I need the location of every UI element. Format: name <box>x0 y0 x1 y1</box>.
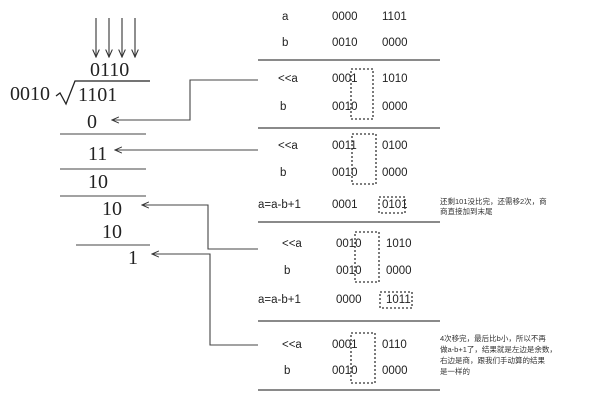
step-3: 10 <box>102 198 122 220</box>
b-low: 0000 <box>386 265 412 277</box>
step-5: 1 <box>128 247 138 269</box>
row-label: <<a <box>282 238 302 250</box>
note-shift-2: 还剩101没比完，还需移2次，商 商直接加到末尾 <box>440 196 547 216</box>
b-low: 0000 <box>382 365 408 377</box>
step-1: 11 <box>88 143 107 165</box>
b-low: 0000 <box>382 37 408 49</box>
connector-arrows <box>112 79 258 346</box>
connector-arrow-icon <box>112 79 258 120</box>
section-shift-4: <<a 0001 0110 b 0010 0000 4次移完，最后比b小，所以不… <box>282 332 557 384</box>
b-high: 0010 <box>332 365 358 377</box>
step-4: 10 <box>102 221 122 243</box>
row-label: b <box>280 167 286 179</box>
step-0: 0 <box>87 111 97 133</box>
a-low: 1010 <box>382 73 408 85</box>
quotient: 0110 <box>90 59 129 81</box>
compare-box <box>350 332 376 384</box>
row-label: a <box>282 11 289 23</box>
row-label: a=a-b+1 <box>258 294 301 306</box>
sub-low: 0101 <box>382 199 408 211</box>
a-high: 0000 <box>332 11 358 23</box>
dividend: 1101 <box>78 84 117 106</box>
a-high: 0001 <box>332 73 358 85</box>
section-shift-3: <<a 0010 1010 b 0010 0000 a=a-b+1 0000 1… <box>258 231 413 309</box>
note-line: 4次移完，最后比b小，所以不再 <box>440 333 546 343</box>
b-high: 0010 <box>332 167 358 179</box>
section-shift-2: <<a 0011 0100 b 0010 0000 a=a-b+1 0001 0… <box>258 133 547 216</box>
section-init: a 0000 1101 b 0010 0000 <box>282 11 408 49</box>
a-high: 0010 <box>336 238 362 250</box>
b-high: 0010 <box>332 101 358 113</box>
section-shift-1: <<a 0001 1010 b 0010 0000 <box>278 68 408 120</box>
row-label: <<a <box>282 339 302 351</box>
register-table: a 0000 1101 b 0010 0000 <<a 0001 1010 b … <box>258 11 557 391</box>
sub-high: 0001 <box>332 199 358 211</box>
down-arrows <box>96 18 135 57</box>
row-label: a=a-b+1 <box>258 199 301 211</box>
step-2: 10 <box>88 171 108 193</box>
note-line: 右边是商，跟我们手动算的结果 <box>440 355 545 365</box>
row-label: b <box>280 101 286 113</box>
a-low: 0110 <box>382 339 407 351</box>
a-low: 1101 <box>382 11 407 23</box>
a-low: 0100 <box>382 140 408 152</box>
b-high: 0010 <box>332 37 358 49</box>
sub-high: 0000 <box>336 294 362 306</box>
divisor: 0010 <box>10 83 50 105</box>
appended-bit-box <box>378 196 406 214</box>
b-low: 0000 <box>382 101 408 113</box>
connector-arrow-icon <box>142 205 258 250</box>
b-low: 0000 <box>382 167 408 179</box>
row-label: <<a <box>278 73 298 85</box>
appended-bit-box <box>379 291 413 309</box>
note-shift-4: 4次移完，最后比b小，所以不再 做a-b+1了，结果就是左边是余数， 右边是商，… <box>440 333 557 376</box>
connector-arrow-icon <box>152 254 258 346</box>
a-high: 0011 <box>332 140 357 152</box>
compare-box <box>354 231 380 283</box>
row-label: b <box>284 265 290 277</box>
a-low: 1010 <box>386 238 412 250</box>
note-line: 还剩101没比完，还需移2次，商 <box>440 196 547 206</box>
compare-box <box>351 133 377 185</box>
a-high: 0001 <box>332 339 358 351</box>
row-label: b <box>282 37 288 49</box>
row-label: <<a <box>278 140 298 152</box>
note-line: 做a-b+1了，结果就是左边是余数， <box>440 344 557 354</box>
note-line: 商直接加到末尾 <box>440 206 493 216</box>
row-label: b <box>284 365 290 377</box>
note-line: 是一样的 <box>440 366 470 376</box>
division-bracket <box>55 80 150 106</box>
b-high: 0010 <box>336 265 362 277</box>
sub-low: 1011 <box>386 294 411 306</box>
table-separators <box>258 59 440 391</box>
long-division: 0110 0010 1101 0 11 10 10 10 1 <box>10 18 150 269</box>
